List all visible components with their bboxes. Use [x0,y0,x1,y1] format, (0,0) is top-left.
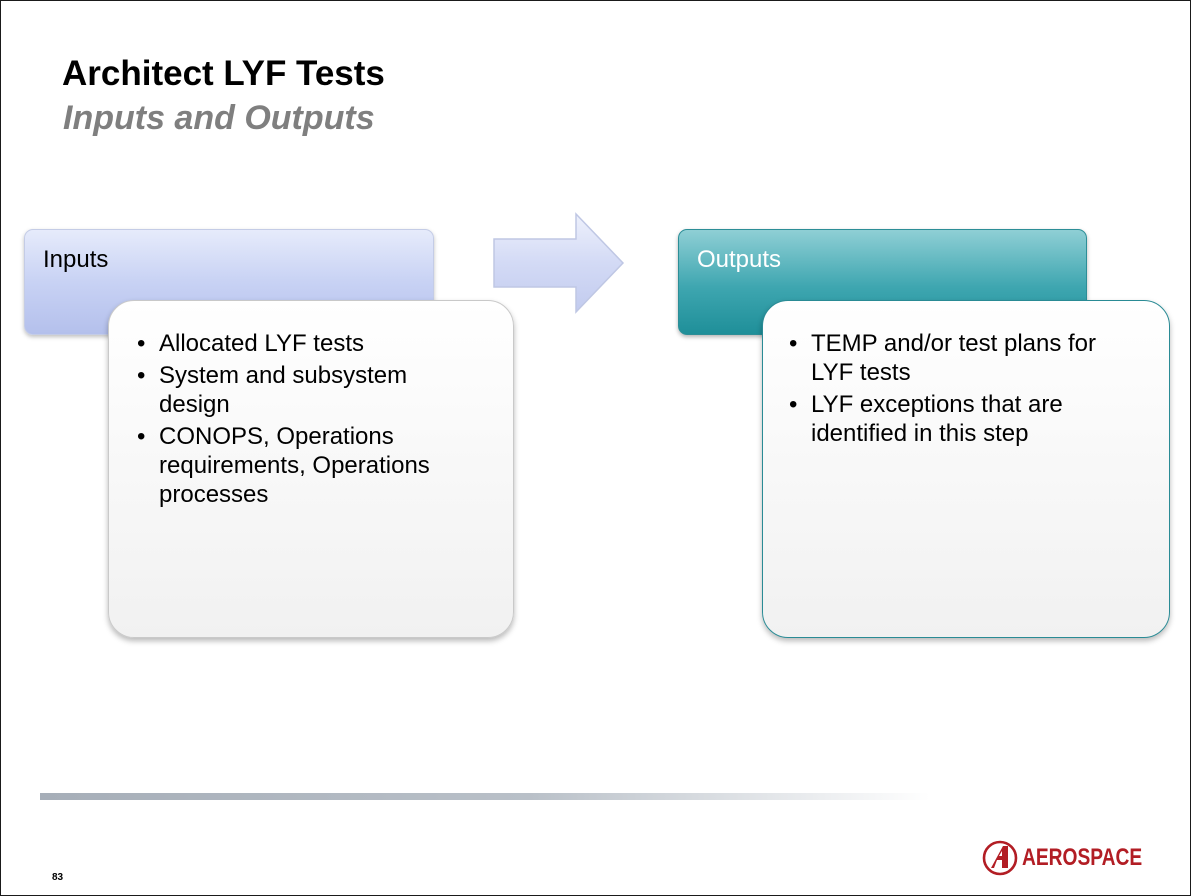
page-number: 83 [52,872,64,883]
slide-subtitle: Inputs and Outputs [63,99,375,137]
logo-text: AEROSPACE [1022,844,1143,871]
outputs-content-box: •TEMP and/or test plans for LYF tests •L… [762,300,1170,638]
inputs-list: •Allocated LYF tests •System and subsyst… [137,329,493,509]
slide-title: Architect LYF Tests [62,54,385,93]
footer-divider [40,793,930,800]
inputs-list-item: •System and subsystem design [137,362,408,418]
right-arrow-icon [493,212,625,314]
outputs-list: •TEMP and/or test plans for LYF tests •L… [789,329,1149,448]
inputs-list-item: •CONOPS, Operations requirements, Operat… [137,423,430,508]
inputs-header-label: Inputs [43,246,109,273]
outputs-list-item: •LYF exceptions that are identified in t… [789,391,1063,447]
aerospace-logo: AEROSPACE [982,838,1172,878]
outputs-header-label: Outputs [697,246,782,273]
outputs-list-item: •TEMP and/or test plans for LYF tests [789,330,1097,386]
aerospace-a-logo-icon [982,840,1018,876]
inputs-content-box: •Allocated LYF tests •System and subsyst… [108,300,514,638]
inputs-list-item: •Allocated LYF tests [137,330,364,357]
